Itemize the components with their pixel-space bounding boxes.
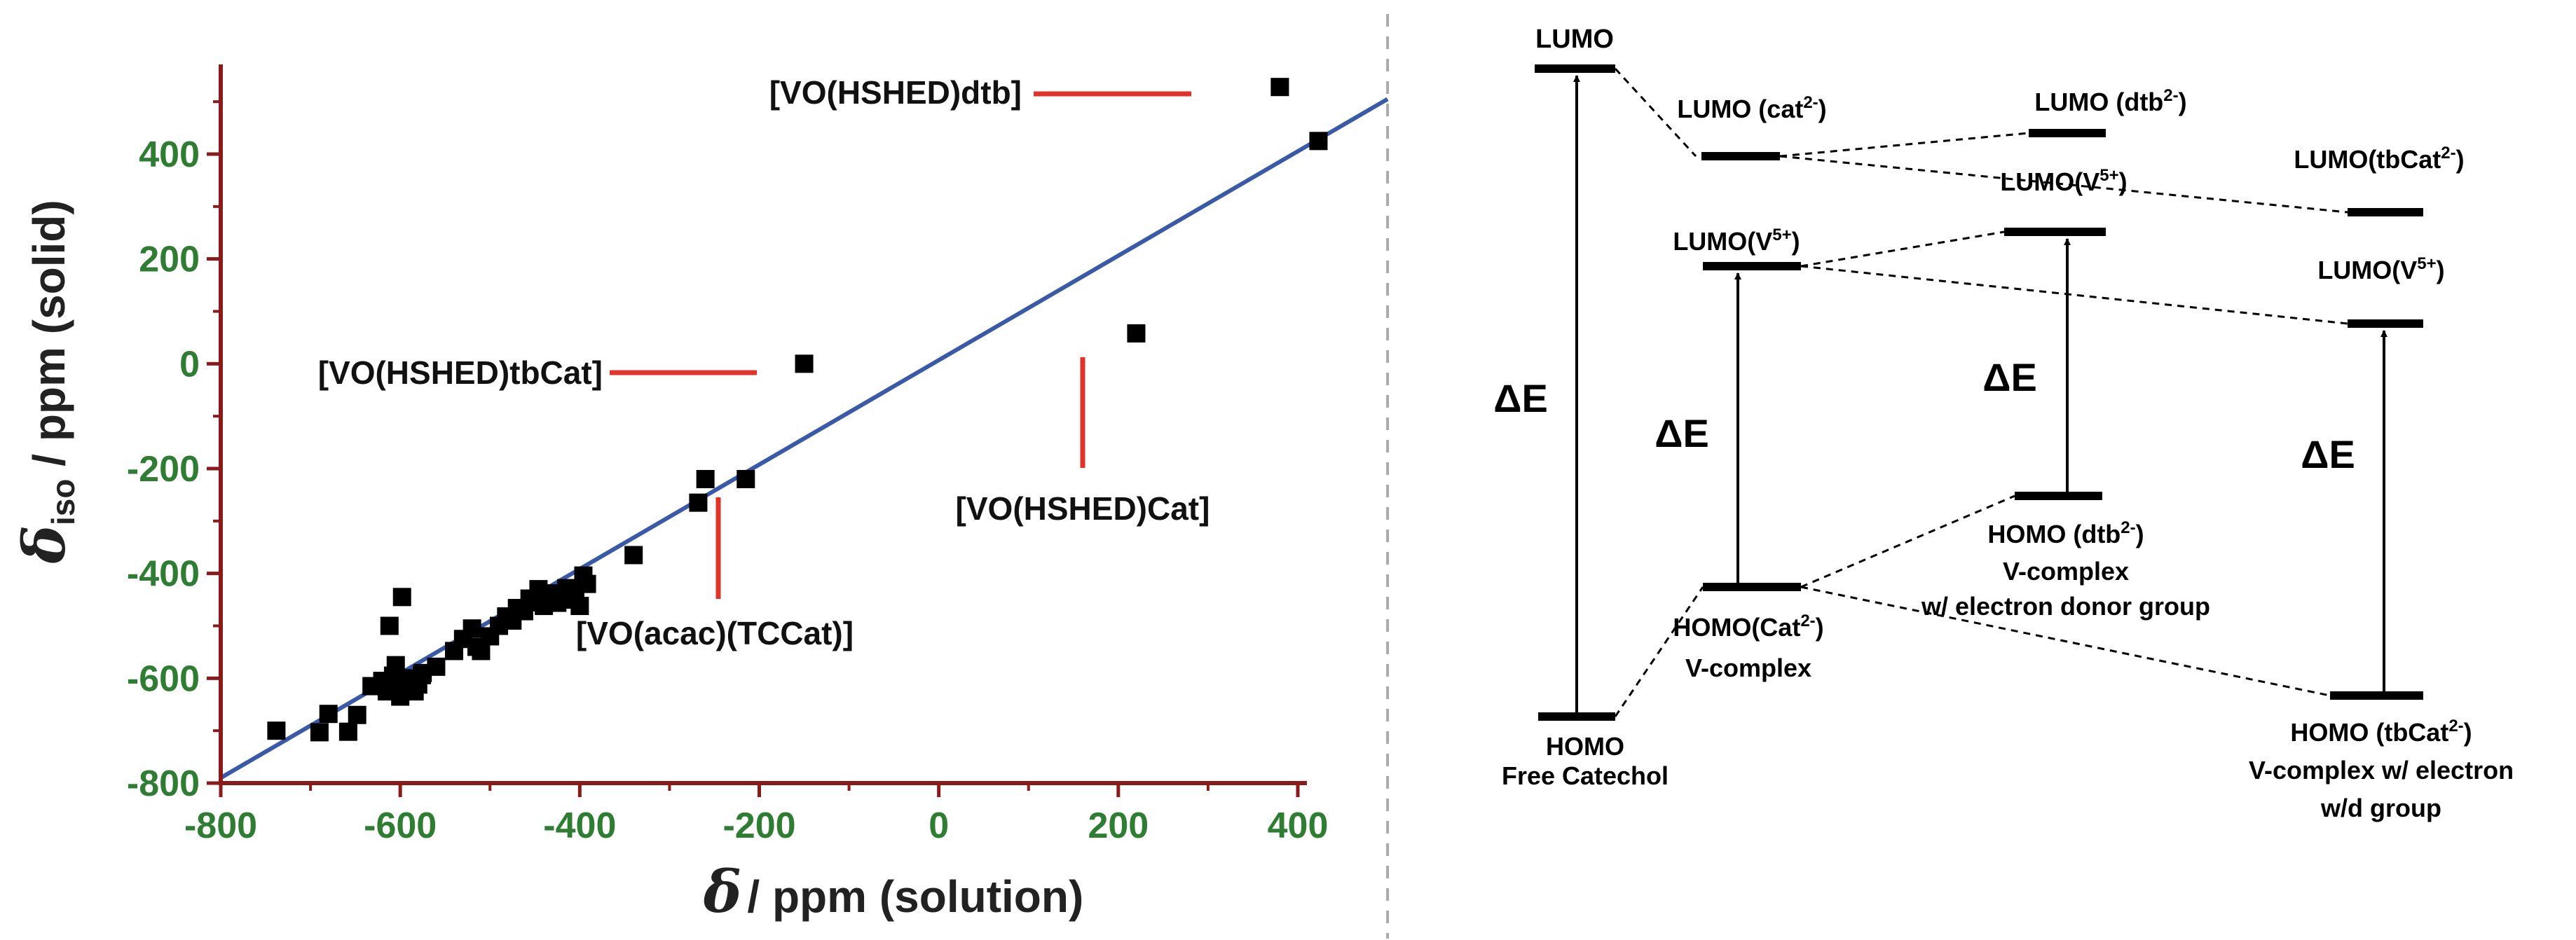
connector-v-lumo-to-dtb-v-lumo	[1800, 230, 2005, 268]
x-tick-label: 200	[1088, 806, 1149, 846]
tbcat-delta-e-label: ΔE	[2301, 432, 2355, 476]
energy-diagram: ΔE ΔE ΔE ΔE LUMO HOMO Free Catechol LUMO…	[1493, 25, 2514, 822]
dtb-homo-caption-line1: V-complex	[2003, 557, 2129, 586]
x-tick-label: -400	[543, 806, 616, 846]
connector-free-homo-to-cat-homo	[1614, 586, 1704, 717]
data-point	[1309, 132, 1328, 151]
data-point	[348, 705, 366, 724]
y-tick-label: -400	[127, 554, 200, 595]
data-point	[267, 721, 286, 740]
dtb-homo-caption-line2: w/ electron donor group	[1921, 592, 2210, 621]
data-point	[386, 656, 405, 675]
dtb-upper-lumo-label: LUMO (dtb2-)	[2034, 86, 2186, 116]
connector-v-lumo-to-tbcat-v-lumo	[1800, 265, 2348, 325]
x-tick-label: -200	[722, 806, 795, 846]
tbcat-upper-lumo-label: LUMO(tbCat2-)	[2294, 144, 2464, 174]
data-point	[570, 597, 589, 616]
y-axis-ticks: -800 -600 -400 -200 0 200 400	[127, 100, 221, 804]
free-catechol-delta-e-label: ΔE	[1493, 376, 1548, 420]
annotation-label: [VO(HSHED)dtb]	[769, 74, 1022, 111]
cat-v-lumo-label: LUMO(V5+)	[1673, 226, 1800, 256]
data-point	[463, 619, 481, 638]
free-catechol-lumo-label: LUMO	[1535, 25, 1614, 54]
data-points	[267, 78, 1328, 742]
free-catechol-caption: Free Catechol	[1502, 761, 1669, 790]
data-point	[795, 354, 814, 373]
data-point	[689, 493, 708, 512]
data-point	[319, 705, 338, 724]
x-axis-label: δ/ ppm (solution)	[703, 859, 1084, 926]
cat-homo-label: HOMO(Cat2-)	[1673, 611, 1823, 642]
tbcat-homo-caption-line2: w/d group	[2320, 794, 2441, 822]
data-point	[1127, 324, 1146, 343]
data-point	[392, 588, 411, 607]
annotation-label: [VO(HSHED)Cat]	[956, 490, 1210, 527]
data-point	[413, 663, 432, 682]
tbcat-homo-caption-line1: V-complex w/ electron	[2249, 756, 2514, 785]
data-point	[737, 469, 755, 488]
y-tick-label: -600	[127, 658, 200, 699]
cat-homo-caption: V-complex	[1685, 654, 1811, 682]
y-tick-label: -800	[127, 763, 200, 804]
y-tick-label: 200	[139, 240, 200, 280]
annotations: [VO(HSHED)dtb] [VO(HSHED)tbCat] [VO(HSHED)…	[318, 74, 1210, 651]
y-axis-subscript: iso	[45, 479, 81, 525]
tbcat-homo-label: HOMO (tbCat2-)	[2290, 717, 2472, 747]
x-axis-symbol: δ	[703, 859, 742, 926]
x-axis-label-text: / ppm (solution)	[747, 871, 1083, 922]
x-tick-label: 0	[929, 806, 949, 846]
data-point	[696, 469, 715, 488]
connector-cat-lumo-to-dtb-lumo	[1779, 132, 2029, 158]
y-tick-label: -200	[127, 449, 200, 490]
dashed-connectors	[1614, 67, 2348, 717]
data-point	[380, 616, 399, 635]
cat-upper-lumo-label: LUMO (cat2-)	[1677, 93, 1826, 123]
dtb-homo-label: HOMO (dtb2-)	[1987, 518, 2144, 548]
x-axis-ticks: -800 -600 -400 -200 0 200 400	[184, 783, 1328, 846]
dtb-delta-e-label: ΔE	[1982, 355, 2037, 399]
cat-delta-e-label: ΔE	[1654, 411, 1709, 455]
annotation-label: [VO(HSHED)tbCat]	[318, 354, 603, 391]
data-point	[338, 722, 357, 741]
connector-cat-homo-to-tbcat-homo	[1800, 586, 2331, 697]
y-axis-symbol: δ	[11, 525, 78, 565]
data-point	[577, 574, 596, 593]
x-tick-label: -600	[364, 806, 437, 846]
tbcat-v-lumo-label: LUMO(V5+)	[2317, 254, 2444, 284]
data-point	[310, 723, 329, 742]
y-axis-label-text: / ppm (solid)	[24, 200, 74, 478]
dtb-v-lumo-label: LUMO(V5+)	[2000, 166, 2127, 196]
connector-cat-homo-to-dtb-homo	[1800, 495, 2015, 588]
y-tick-label: 0	[179, 344, 200, 385]
data-point	[624, 546, 643, 565]
annotation-label: [VO(acac)(TCCat)]	[576, 615, 854, 651]
scatter-panel: -800 -600 -400 -200 0 200 400 -800 -600 -400 -200…	[11, 14, 1390, 939]
data-point	[1270, 78, 1289, 97]
connector-cat-lumo-to-tbcat-lumo	[1779, 155, 2348, 214]
x-tick-label: 400	[1268, 806, 1329, 846]
delta-e-arrows	[1573, 75, 2387, 717]
free-catechol-homo-label: HOMO	[1546, 732, 1624, 761]
y-axis-label: δiso / ppm (solid)	[11, 200, 81, 564]
y-tick-label: 400	[139, 134, 200, 175]
x-tick-label: -800	[184, 806, 257, 846]
